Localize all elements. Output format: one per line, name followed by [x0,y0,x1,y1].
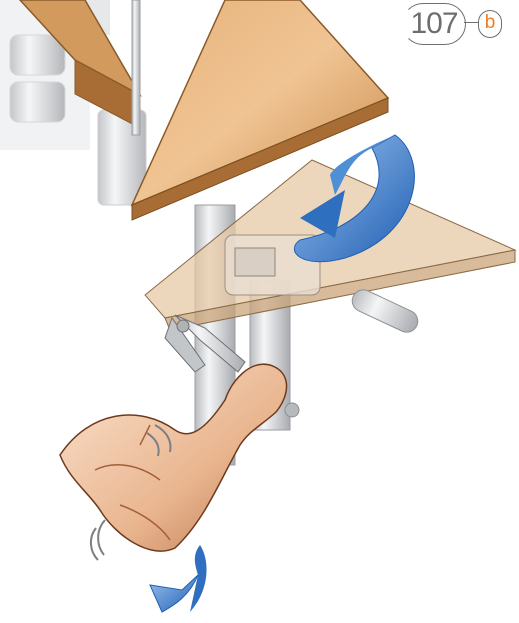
step-callout: 107 b [400,0,519,48]
downward-arrow-icon [150,545,207,612]
arm-icon [60,364,287,560]
step-number: 107 [402,3,466,45]
sub-step-badge: b [478,10,502,38]
callout-connector [464,22,478,23]
